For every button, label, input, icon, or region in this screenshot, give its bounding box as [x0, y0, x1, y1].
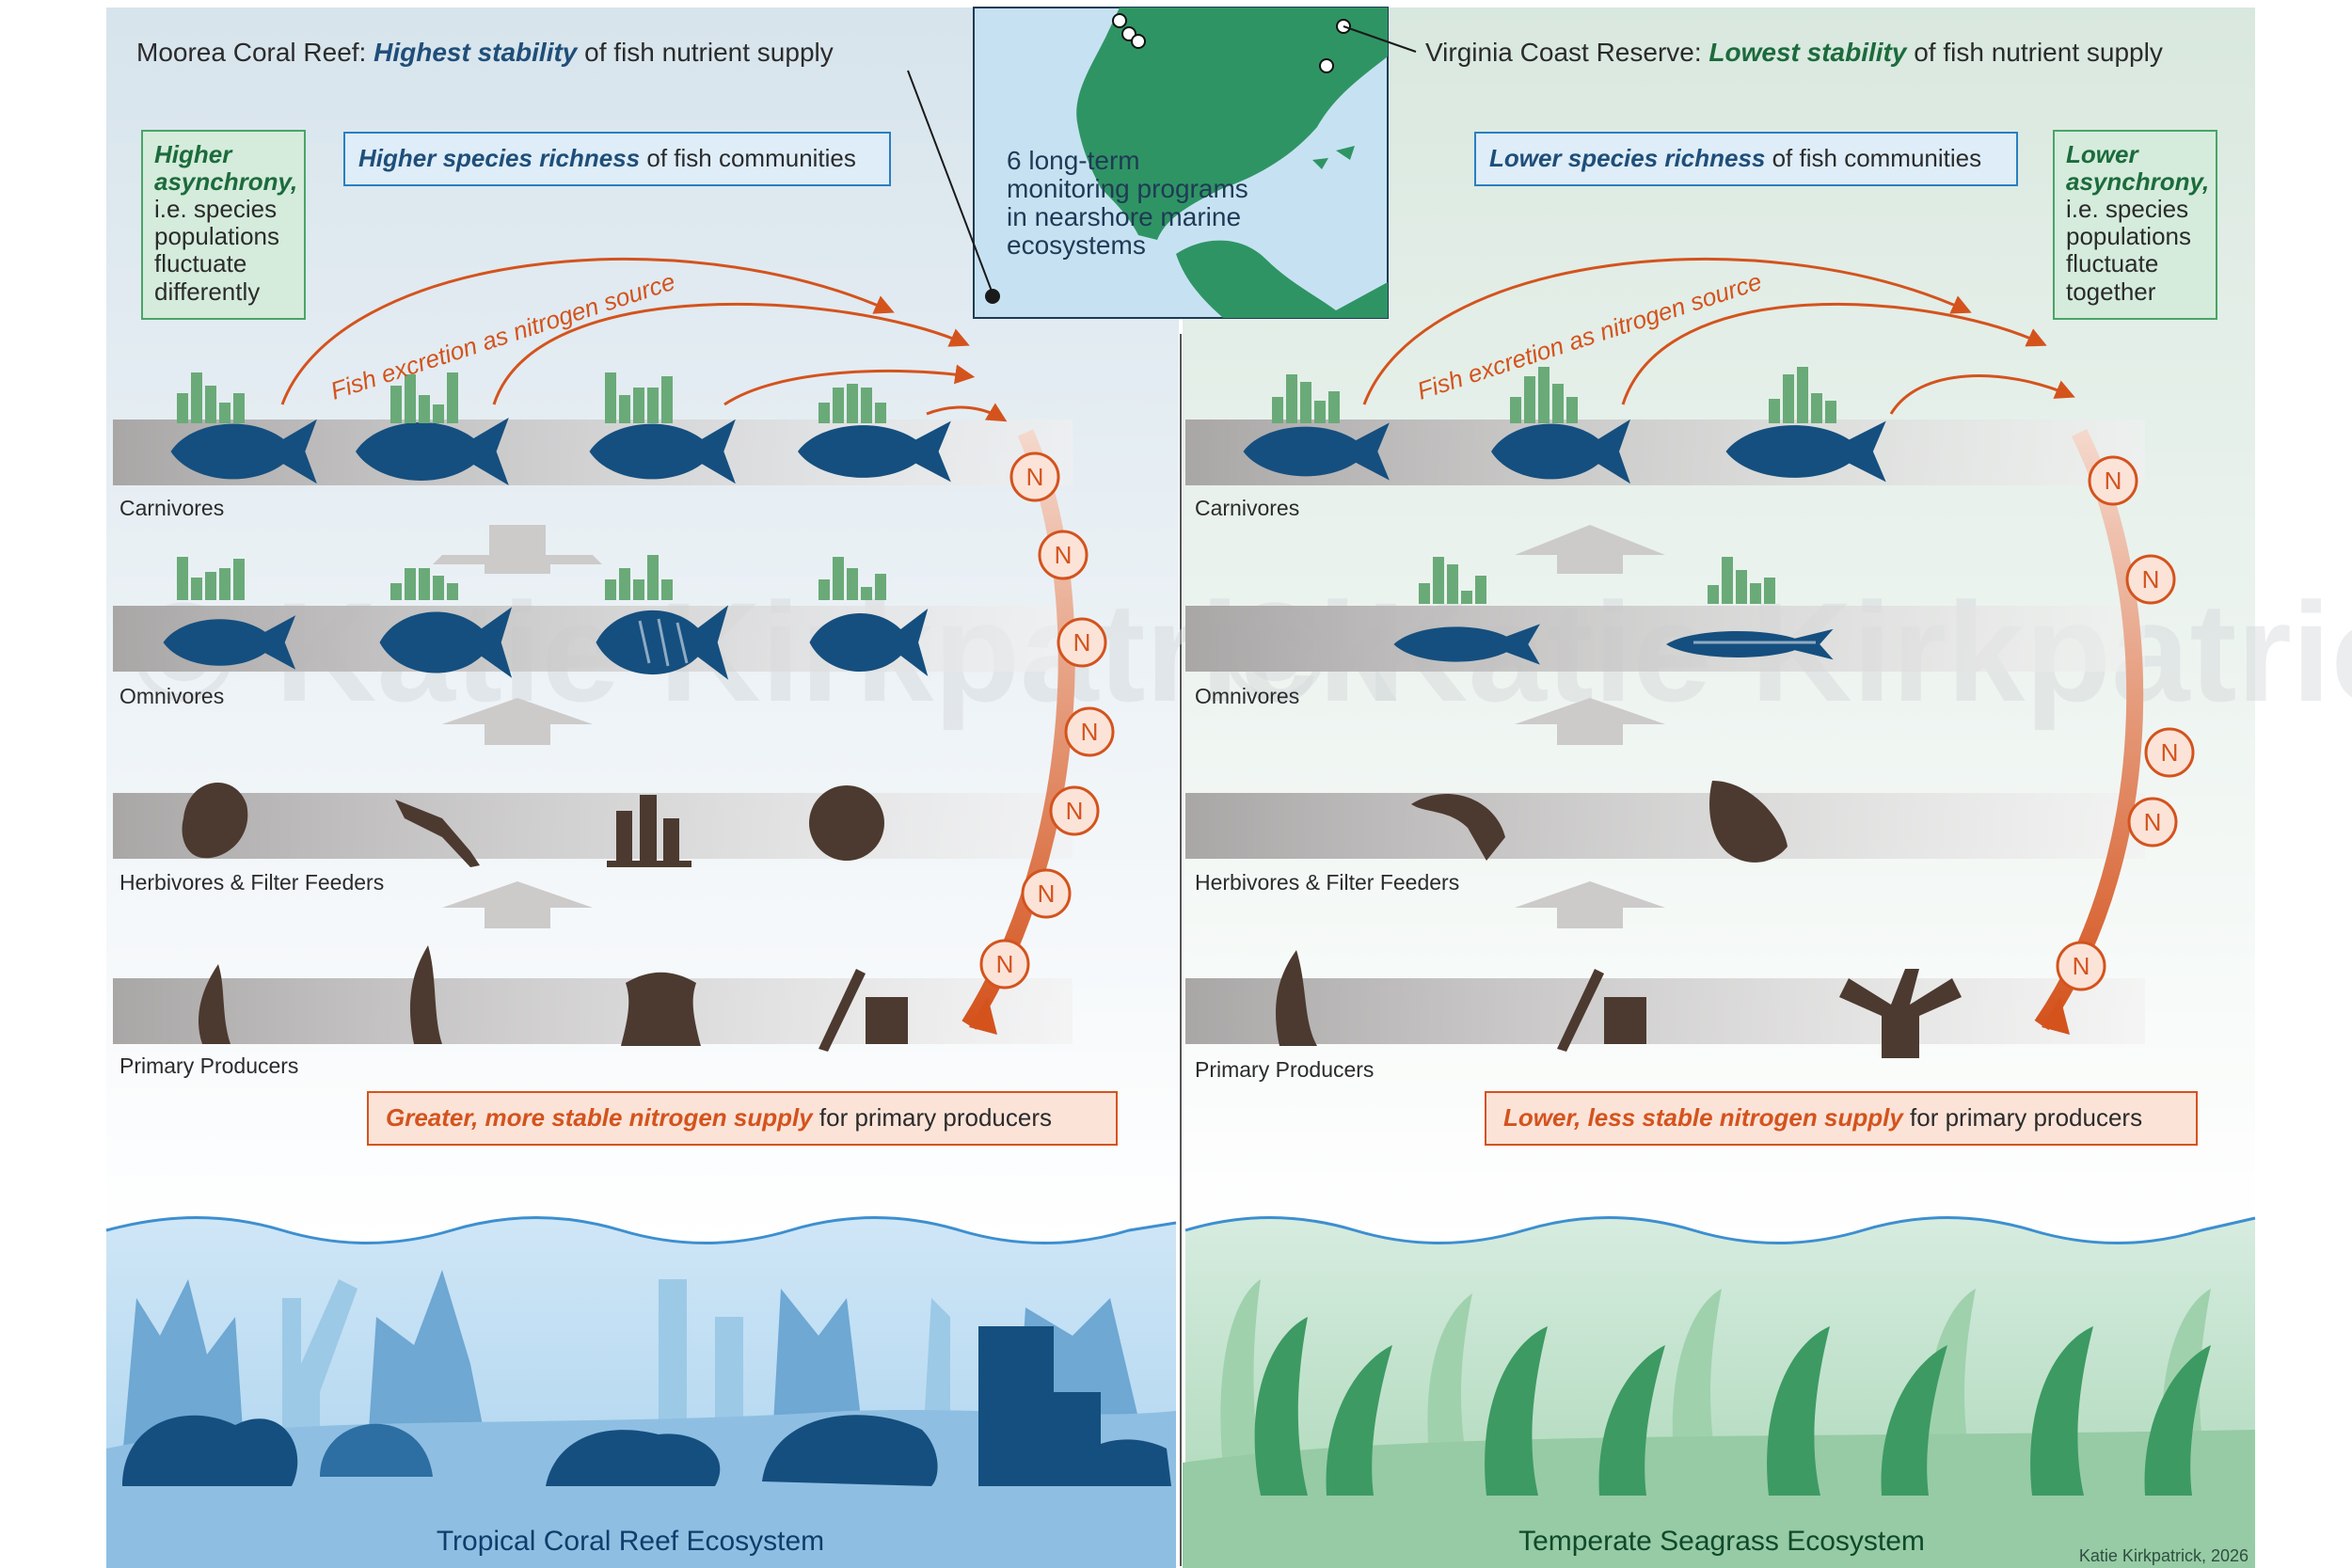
map-inset: 6 long-term monitoring programs in nears…	[973, 7, 1389, 319]
right-richness-box: Lower species richness of fish communiti…	[1474, 132, 2018, 186]
right-asynchrony-highlight: Lower asynchrony,	[2066, 140, 2210, 197]
nitrogen-circle	[2144, 727, 2195, 778]
seagrass-icon	[409, 945, 442, 1044]
nitrogen-label: N	[1081, 718, 1099, 746]
site-marker	[1319, 58, 1334, 73]
energy-flow-arrows	[433, 525, 1665, 928]
nitrogen-circle	[979, 939, 1030, 990]
virginia-leader-line	[1343, 25, 1417, 53]
site-marker	[1131, 34, 1146, 49]
left-title: Moorea Coral Reef: Highest stability of …	[136, 38, 834, 67]
left-richness-box: Higher species richness of fish communit…	[343, 132, 891, 186]
nitrogen-circle	[1038, 530, 1089, 580]
nitrogen-label: N	[1038, 879, 1056, 908]
level-label-omnivores-left: Omnivores	[119, 684, 224, 708]
excretion-arrows-right	[1362, 258, 2075, 415]
nitrogen-label: N	[2105, 467, 2122, 495]
urchin-icon	[809, 785, 884, 861]
invertebrate-and-producer-icons	[182, 781, 1962, 1058]
nitrogen-circle	[1064, 706, 1115, 757]
level-label-herbivores-right: Herbivores & Filter Feeders	[1195, 870, 1459, 895]
left-richness-suffix: of fish communities	[640, 144, 856, 172]
site-marker-moorea	[985, 289, 1000, 304]
nitrogen-label: N	[2161, 738, 2179, 767]
right-supply-highlight: Lower, less stable nitrogen supply	[1503, 1103, 1903, 1132]
nitrogen-label: N	[1073, 628, 1091, 657]
right-supply-suffix: for primary producers	[1902, 1103, 2143, 1132]
nitrogen-label: N	[996, 950, 1014, 978]
right-title-suffix: of fish nutrient supply	[1906, 38, 2163, 67]
map-text: 6 long-term monitoring programs in nears…	[1007, 146, 1256, 260]
anemone-icon	[621, 972, 701, 1046]
excretion-arrows-left	[280, 258, 1008, 422]
seagrass-illustration	[1183, 1279, 2255, 1568]
right-richness-suffix: of fish communities	[1765, 144, 1982, 172]
shell-icon	[182, 783, 248, 859]
level-label-carnivores-right: Carnivores	[1195, 496, 1299, 520]
nitrogen-circle	[2127, 797, 2178, 847]
nitrogen-label: N	[2142, 565, 2160, 594]
left-asynchrony-box: Higher asynchrony, i.e. species populati…	[141, 130, 306, 320]
right-title: Virginia Coast Reserve: Lowest stability…	[1425, 38, 2163, 67]
left-richness-highlight: Higher species richness	[358, 144, 641, 172]
level-label-producers-left: Primary Producers	[119, 1053, 298, 1078]
left-supply-box: Greater, more stable nitrogen supply for…	[367, 1091, 1118, 1146]
right-asynchrony-text: i.e. species populations fluctuate toget…	[2066, 195, 2191, 306]
left-supply-highlight: Greater, more stable nitrogen supply	[386, 1103, 813, 1132]
left-title-prefix: Moorea Coral Reef:	[136, 38, 374, 67]
shrimp-icon	[395, 800, 480, 867]
nitrogen-circle	[1021, 868, 1072, 919]
nitrogen-label: N	[2073, 952, 2090, 980]
shrimp-icon	[1411, 793, 1505, 861]
seagrass-icon	[1276, 950, 1317, 1046]
macroalgae-icon	[1839, 969, 1962, 1058]
nitrogen-circle	[1057, 617, 1107, 668]
level-label-producers-right: Primary Producers	[1195, 1057, 1374, 1082]
right-asynchrony-box: Lower asynchrony, i.e. species populatio…	[2053, 130, 2217, 320]
right-title-prefix: Virginia Coast Reserve:	[1425, 38, 1709, 67]
nitrogen-circle	[1049, 785, 1100, 836]
level-label-omnivores-right: Omnivores	[1195, 684, 1299, 708]
left-supply-suffix: for primary producers	[812, 1103, 1052, 1132]
sponge-icon	[607, 795, 691, 867]
left-title-suffix: of fish nutrient supply	[577, 38, 834, 67]
nitrogen-label: N	[1066, 797, 1084, 825]
nitrogen-circle	[1009, 451, 1060, 502]
nitrogen-symbols: N N N N N N N N N N N N	[979, 451, 2195, 991]
nitrogen-circle	[2056, 941, 2106, 991]
north-america-shape	[1076, 8, 1388, 240]
oyster-icon	[1709, 781, 1788, 863]
coral-reef-illustration	[106, 1270, 1176, 1568]
abundance-bars	[177, 367, 1836, 604]
level-label-carnivores-left: Carnivores	[119, 496, 224, 520]
nitrogen-label: N	[2144, 808, 2162, 836]
ecosystem-label-right: Temperate Seagrass Ecosystem	[1518, 1526, 1925, 1557]
left-asynchrony-text: i.e. species populations fluctuate diffe…	[154, 195, 279, 306]
right-supply-box: Lower, less stable nitrogen supply for p…	[1485, 1091, 2198, 1146]
ecosystem-label-left: Tropical Coral Reef Ecosystem	[437, 1526, 824, 1557]
phytoplankton-icon	[818, 969, 908, 1052]
right-title-highlight: Lowest stability	[1708, 38, 1907, 67]
nitrogen-label: N	[1055, 541, 1073, 569]
left-asynchrony-highlight: Higher asynchrony,	[154, 140, 298, 197]
moorea-leader-line	[907, 70, 993, 294]
phytoplankton-icon	[1557, 969, 1646, 1052]
nitrogen-circle	[2088, 455, 2138, 506]
site-marker	[1112, 13, 1127, 28]
left-title-highlight: Highest stability	[373, 38, 578, 67]
nitrogen-label: N	[1026, 463, 1044, 491]
credit-text: Katie Kirkpatrick, 2026	[2079, 1546, 2249, 1565]
right-richness-highlight: Lower species richness	[1489, 144, 1766, 172]
south-america-shape	[1176, 240, 1388, 318]
nitrogen-circle	[2125, 554, 2176, 605]
level-label-herbivores-left: Herbivores & Filter Feeders	[119, 870, 384, 895]
seaweed-icon	[199, 964, 230, 1044]
